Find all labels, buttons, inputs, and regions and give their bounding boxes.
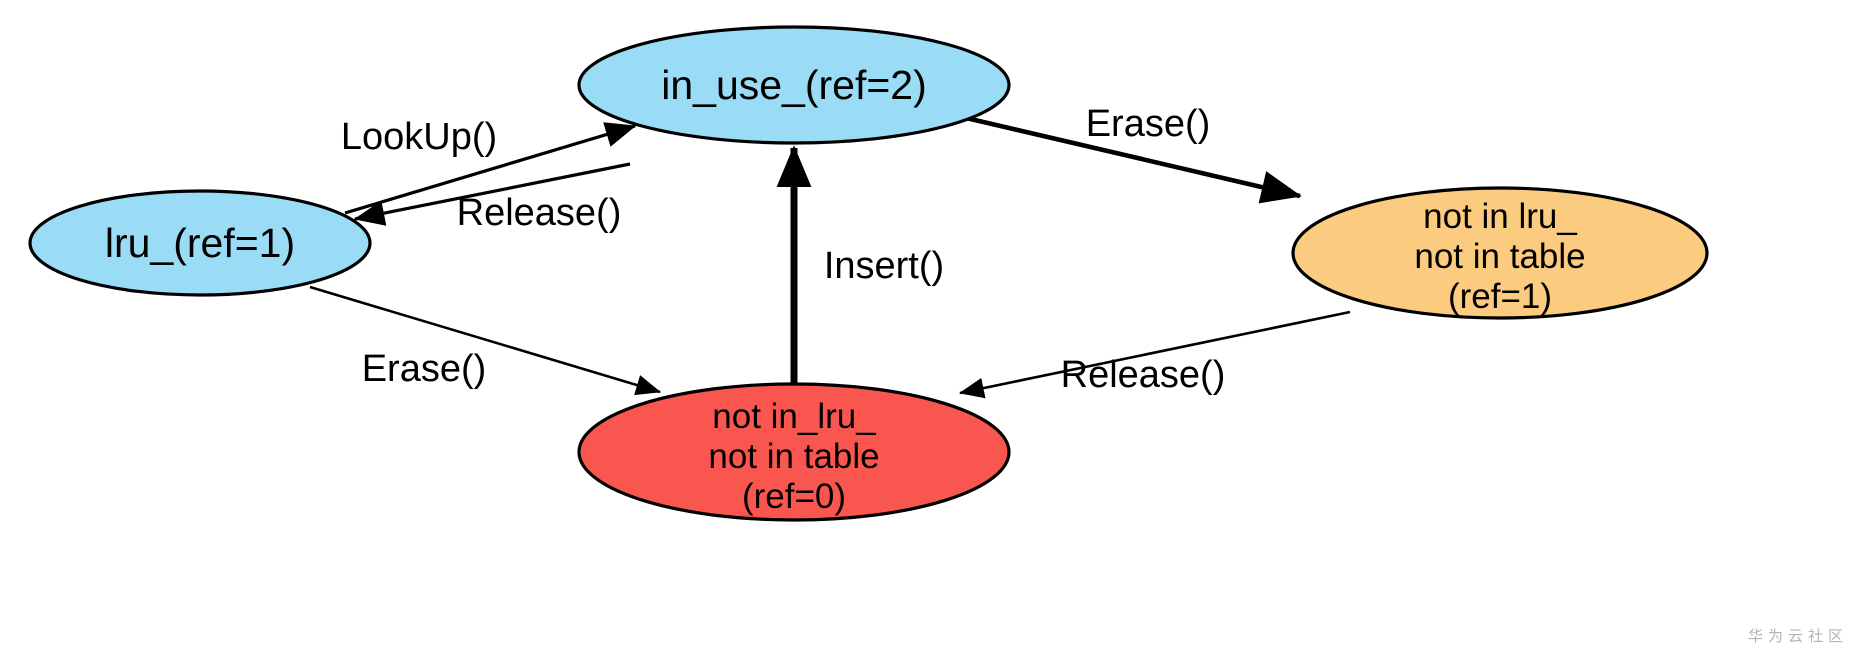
watermark-text: 华为云社区 xyxy=(1747,627,1848,645)
node-not-in-lru-ref0-line2: not in table xyxy=(708,437,879,476)
edge-insert: Insert() xyxy=(776,145,944,390)
edge-label-insert: Insert() xyxy=(824,245,944,287)
edge-label-erase-lru: Erase() xyxy=(362,348,487,390)
node-not-in-lru-ref1[interactable]: not in lru_ not in table (ref=1) xyxy=(1291,186,1709,320)
edge-erase-in-use-line xyxy=(961,114,1302,204)
edge-label-release-to-lru: Release() xyxy=(457,192,622,234)
edge-lookup-line xyxy=(344,122,637,215)
node-not-in-lru-ref0-line1: not in_lru_ xyxy=(712,397,876,436)
edge-erase-lru-line xyxy=(309,285,661,396)
node-not-in-lru-ref1-ellipse[interactable] xyxy=(1291,186,1709,320)
edge-release-to-ref0: Release() xyxy=(958,310,1351,399)
node-in-use-ellipse[interactable] xyxy=(577,25,1011,145)
node-lru-label: lru_(ref=1) xyxy=(105,220,295,266)
node-in-use[interactable]: in_use_(ref=2) xyxy=(577,25,1011,145)
node-not-in-lru-ref0-line3: (ref=0) xyxy=(742,477,846,516)
edge-release-to-ref0-line xyxy=(958,310,1351,399)
node-not-in-lru-ref1-line3: (ref=1) xyxy=(1448,277,1552,316)
edge-erase-lru: Erase() xyxy=(309,285,661,396)
node-not-in-lru-ref1-line2: not in table xyxy=(1414,237,1585,276)
node-in-use-label: in_use_(ref=2) xyxy=(661,62,927,108)
node-not-in-lru-ref0-ellipse[interactable] xyxy=(577,382,1011,522)
edge-label-erase-in-use: Erase() xyxy=(1086,103,1211,145)
edge-erase-in-use: Erase() xyxy=(961,103,1302,204)
node-lru-ellipse[interactable] xyxy=(28,189,372,297)
node-lru[interactable]: lru_(ref=1) xyxy=(28,189,372,297)
edge-release-to-lru-line xyxy=(353,162,631,226)
edge-label-lookup: LookUp() xyxy=(341,116,497,158)
node-not-in-lru-ref0[interactable]: not in_lru_ not in table (ref=0) xyxy=(577,382,1011,522)
edge-lookup: LookUp() xyxy=(341,116,637,215)
edge-release-to-lru: Release() xyxy=(353,162,631,234)
edge-label-release-to-ref0: Release() xyxy=(1061,354,1226,396)
node-not-in-lru-ref1-line1: not in lru_ xyxy=(1423,197,1577,236)
